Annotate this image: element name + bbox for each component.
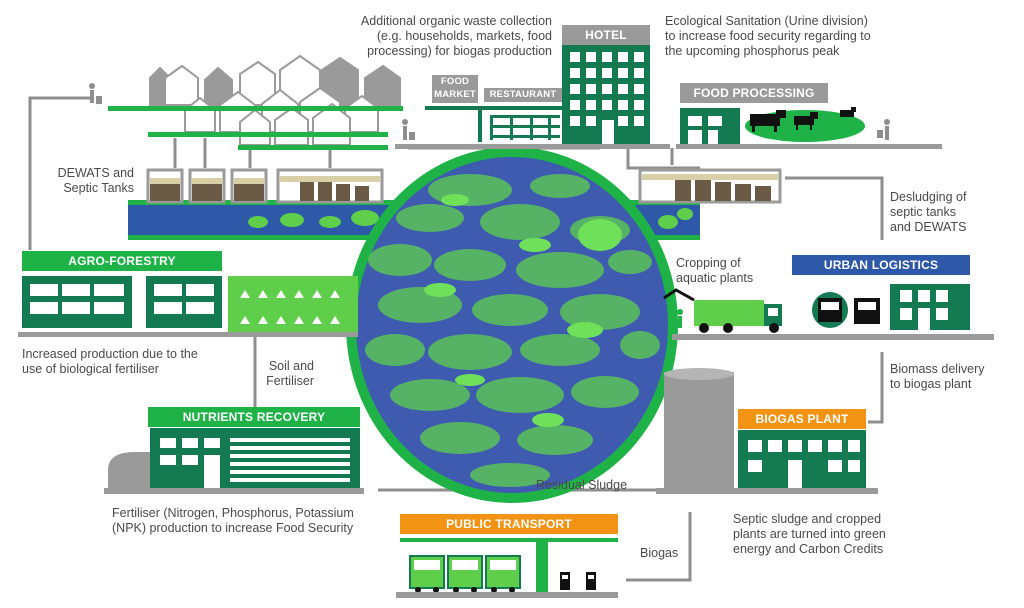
nutrients-recovery-building [108, 428, 360, 488]
fertiliser-line-2: (NPK) production to increase Food Securi… [112, 521, 354, 535]
food-market-line-2: MARKET [434, 89, 476, 100]
food-market-line-1: FOOD [440, 76, 470, 87]
septic-sludge-label: Septic sludge and cropped plants are tur… [733, 512, 933, 557]
street-right [672, 334, 994, 340]
market-restaurant-building [425, 106, 565, 142]
nutrients-recovery-banner: NUTRIENTS RECOVERY [148, 407, 360, 427]
street-bottom-left [104, 488, 364, 494]
soil-line-2: Fertiliser [266, 374, 314, 388]
desludging-line-2: septic tanks [890, 205, 957, 219]
hotel-building [562, 42, 650, 146]
street-bottom-center [396, 592, 618, 598]
agro-forestry-building [22, 276, 358, 334]
dewats-label: DEWATS and Septic Tanks [40, 166, 134, 196]
soil-line-1: Soil and [268, 359, 314, 373]
septic-sludge-line-3: energy and Carbon Credits [733, 542, 884, 556]
organic-waste-line-3: processing) for biogas production [367, 44, 552, 58]
person-bin-icon [89, 83, 890, 140]
cow-icon [750, 107, 856, 132]
food-market-banner: FOOD MARKET [432, 75, 478, 103]
increased-production-line-1: Increased production due to the [22, 347, 198, 361]
desludging-label: Desludging of septic tanks and DEWATS [890, 190, 1000, 235]
central-pond [346, 147, 678, 503]
street-top-right [676, 144, 942, 149]
biomass-line-1: Biomass delivery [890, 362, 985, 376]
food-processing-building [680, 107, 865, 144]
soil-fertiliser-label: Soil and Fertiliser [240, 359, 314, 389]
desludging-line-1: Desludging of [890, 190, 967, 204]
fertiliser-label: Fertiliser (Nitrogen, Phosphorus, Potass… [112, 506, 392, 536]
agro-forestry-banner: AGRO-FORESTRY [22, 251, 222, 271]
fertiliser-line-1: Fertiliser (Nitrogen, Phosphorus, Potass… [112, 506, 354, 520]
organic-waste-line-1: Additional organic waste collection [360, 14, 552, 28]
grass-strips [108, 106, 403, 150]
houses-cluster [149, 54, 401, 146]
dewats-line-2: Septic Tanks [63, 181, 134, 195]
public-transport-scene [400, 538, 618, 593]
increased-production-line-2: use of biological fertiliser [22, 362, 159, 376]
street-left [18, 332, 358, 337]
street-top-center [395, 144, 670, 149]
septic-sludge-line-1: Septic sludge and cropped [733, 512, 882, 526]
organic-waste-line-2: (e.g. households, markets, food [376, 29, 552, 43]
biomass-line-2: to biogas plant [890, 377, 972, 391]
cropping-line-1: Cropping of [676, 256, 741, 270]
hotel-banner: HOTEL [562, 25, 650, 45]
biomass-delivery-label: Biomass delivery to biogas plant [890, 362, 1010, 392]
biogas-plant-building [664, 368, 866, 488]
cropping-label: Cropping of aquatic plants [676, 256, 786, 286]
urban-logistics-banner: URBAN LOGISTICS [792, 255, 970, 275]
ecosan-line-2: to increase food security regarding to [665, 29, 871, 43]
biogas-plant-banner: BIOGAS PLANT [738, 409, 866, 429]
restaurant-banner: RESTAURANT [484, 88, 562, 102]
biogas-label: Biogas [640, 546, 679, 560]
septic-sludge-line-2: plants are turned into green [733, 527, 886, 541]
septic-tanks [146, 168, 782, 204]
cropping-line-2: aquatic plants [676, 271, 754, 285]
dewats-line-1: DEWATS and [57, 166, 134, 180]
fuel-pump-icon [560, 572, 596, 590]
desludging-line-3: and DEWATS [890, 220, 967, 234]
residual-sludge-label: Residual Sludge [536, 478, 628, 492]
ecosan-line-1: Ecological Sanitation (Urine division) [665, 14, 868, 28]
increased-production-label: Increased production due to the use of b… [22, 347, 242, 377]
plant-icons [240, 290, 340, 324]
ecosan-line-3: the upcoming phosphorus peak [665, 44, 840, 58]
urban-logistics-scene [663, 284, 970, 333]
food-processing-banner: FOOD PROCESSING [680, 83, 828, 103]
ecosan-label: Ecological Sanitation (Urine division) t… [665, 14, 915, 59]
organic-waste-label: Additional organic waste collection (e.g… [330, 14, 552, 59]
street-bottom-right [656, 488, 878, 494]
public-transport-banner: PUBLIC TRANSPORT [400, 514, 618, 534]
